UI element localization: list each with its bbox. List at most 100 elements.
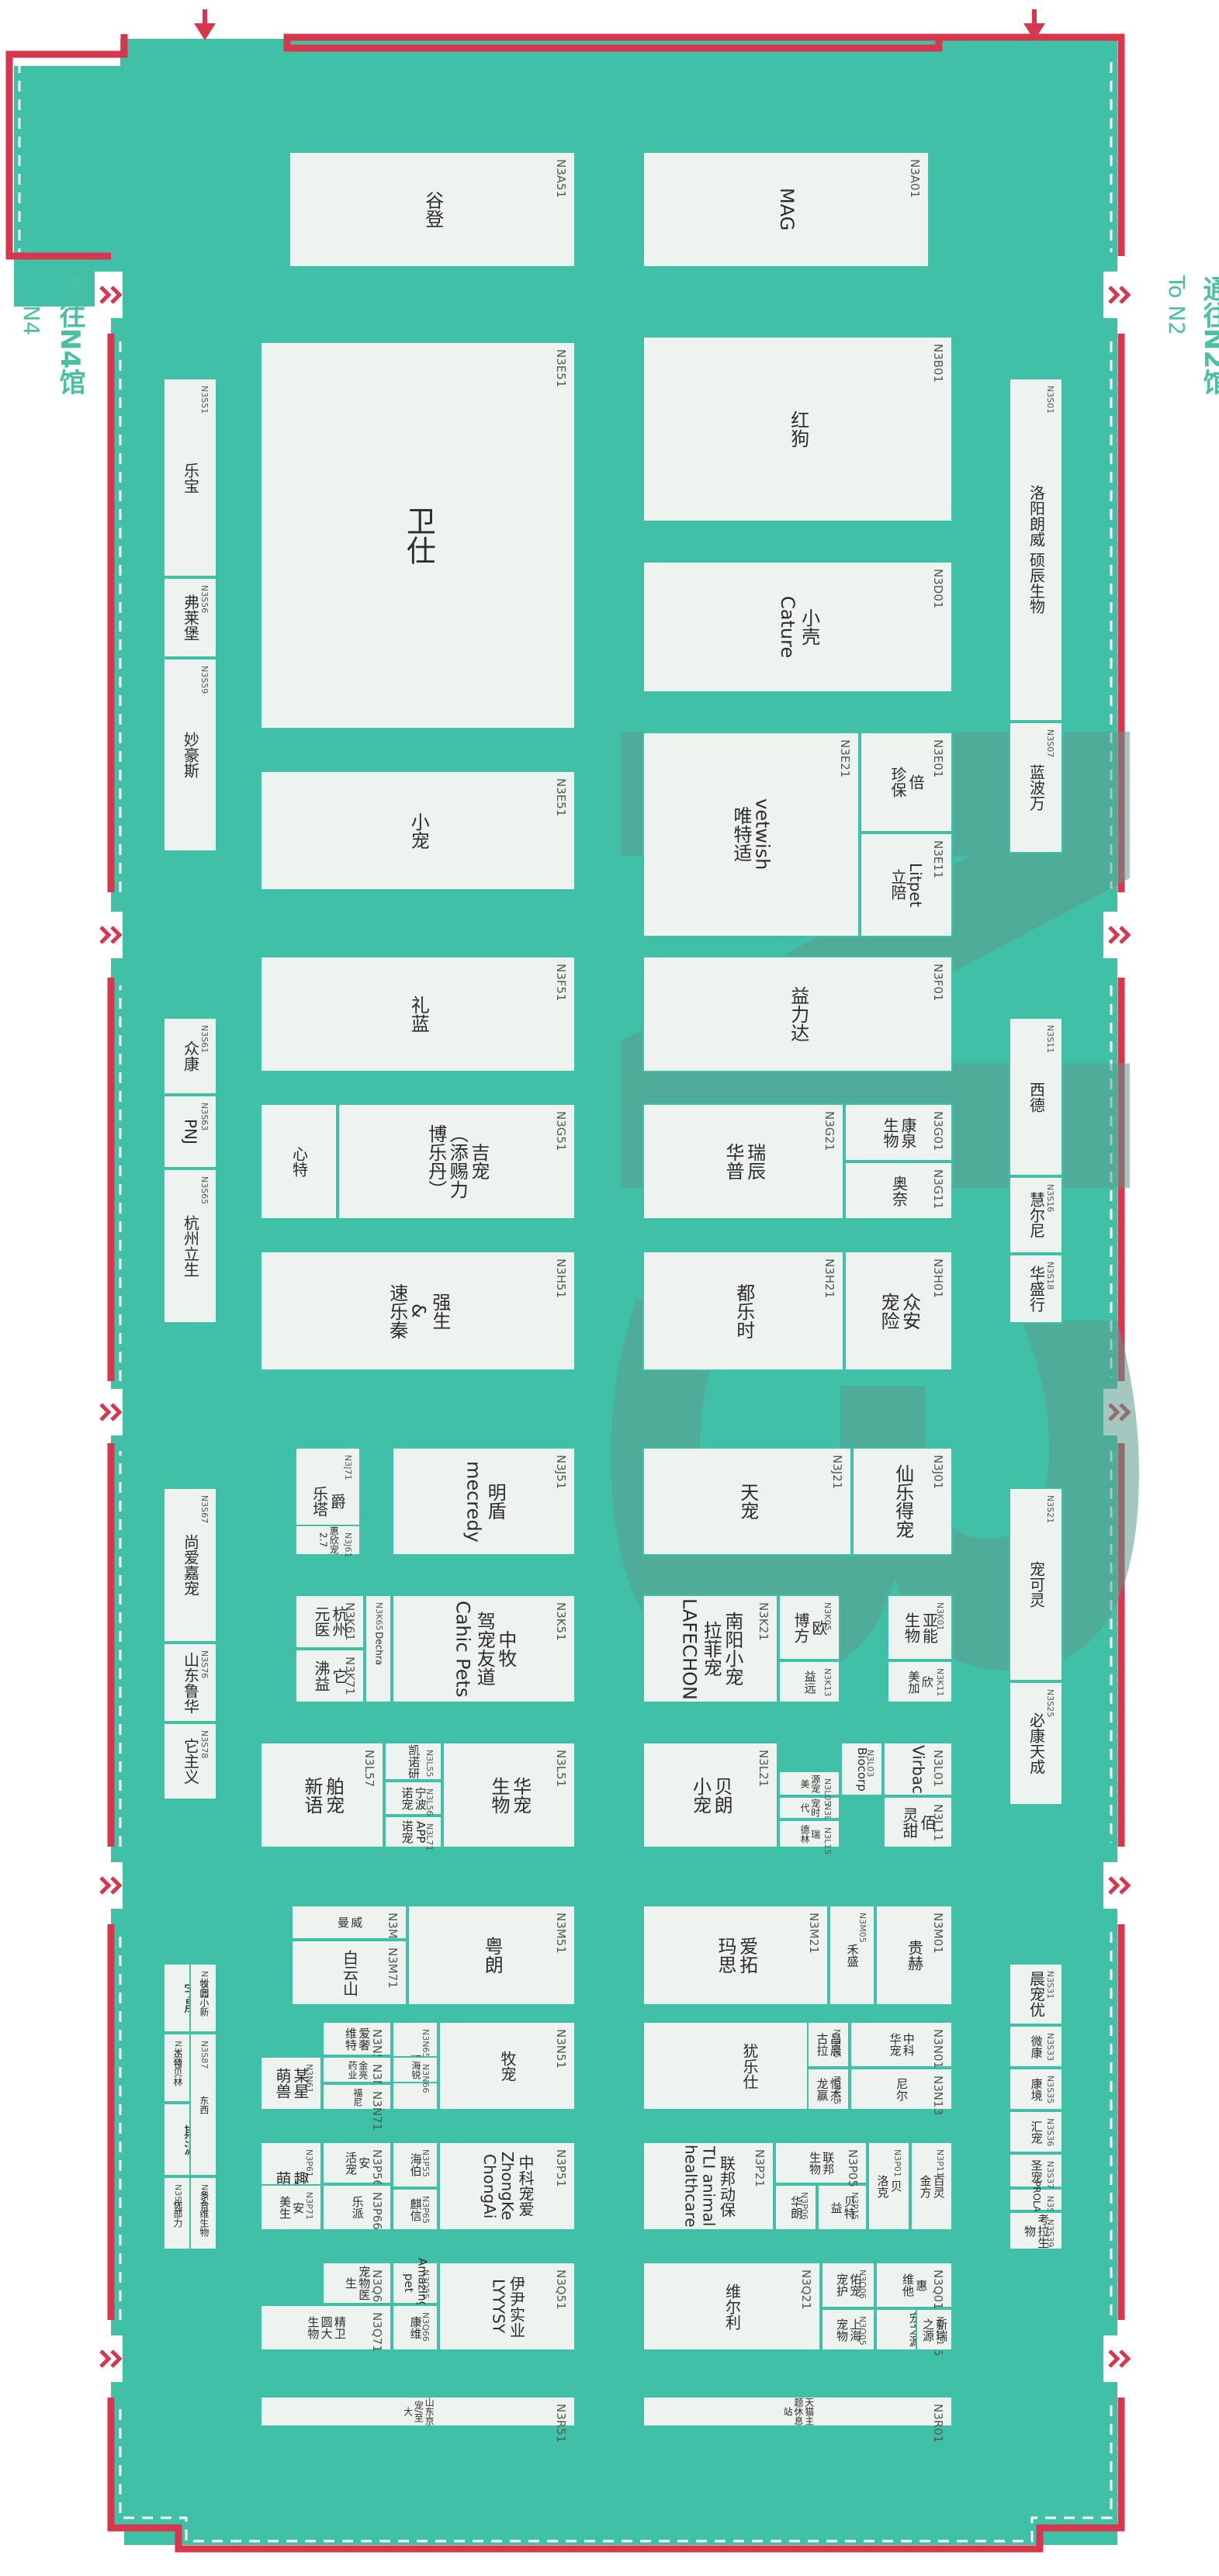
booth-unlabeled-12[interactable]: 心特 [260,1103,338,1220]
